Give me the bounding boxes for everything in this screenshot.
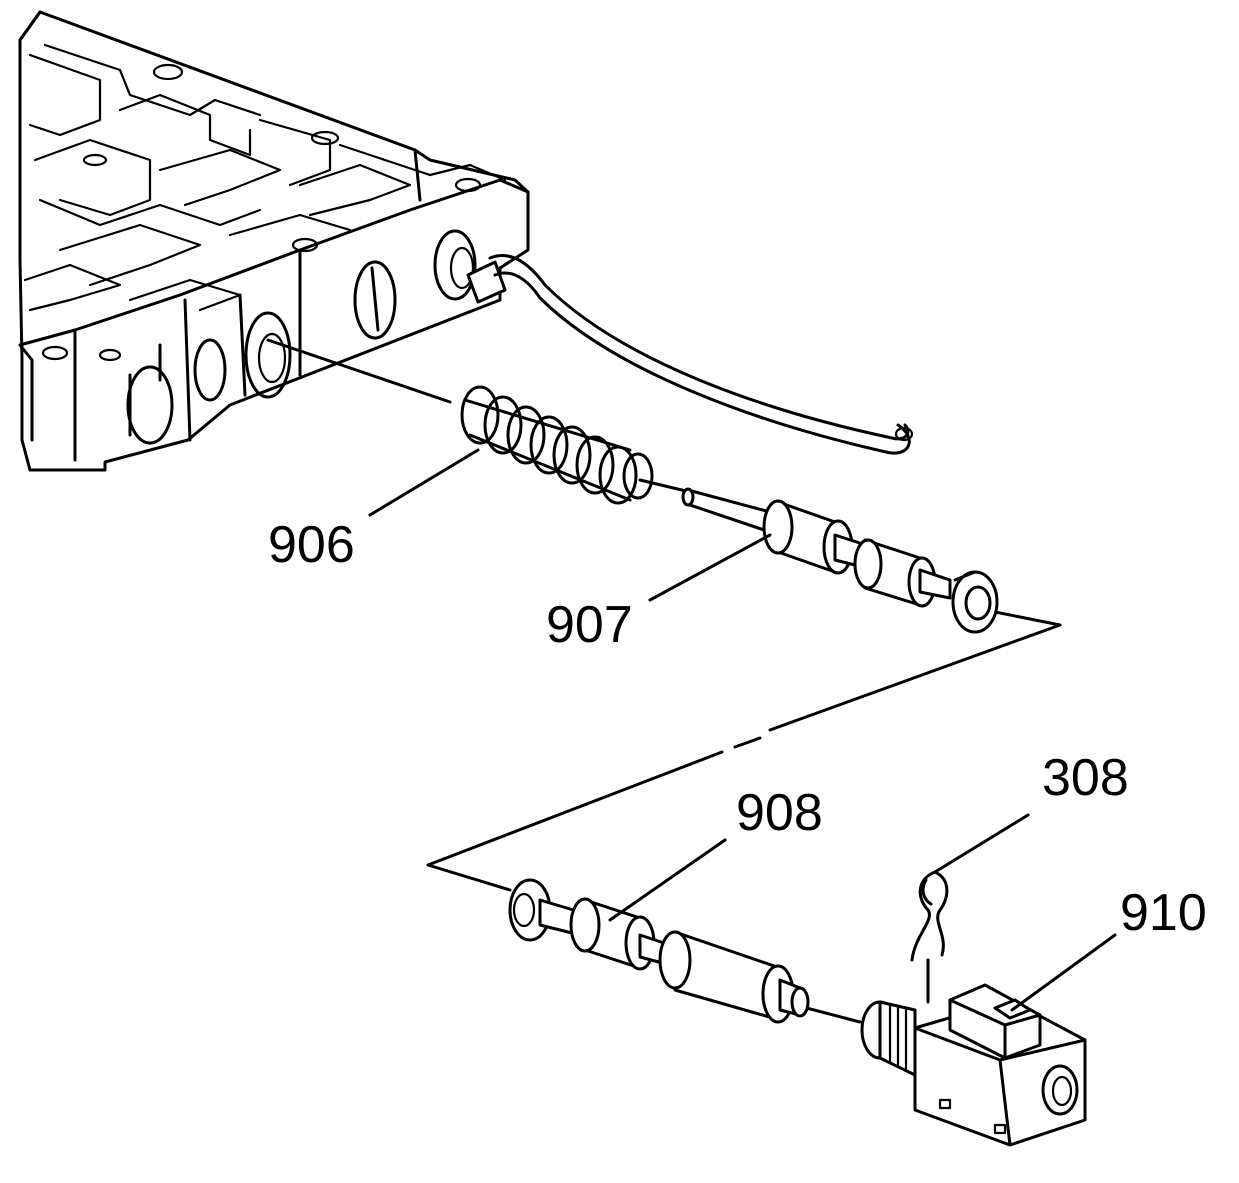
spring-906 [460,385,654,505]
valve-908 [508,878,810,1024]
clip-308 [910,870,949,962]
leader-lines [368,448,1117,1012]
valve-907 [681,487,999,634]
callout-910: 910 [1120,884,1207,942]
retainer-wire [488,254,914,455]
callout-308: 308 [1042,749,1129,807]
assembly-center-lines [266,338,1062,1024]
callout-906: 906 [268,516,355,574]
valve-body [18,10,530,472]
callout-908: 908 [736,784,823,842]
callout-907: 907 [546,596,633,654]
solenoid-910 [860,983,1087,1147]
